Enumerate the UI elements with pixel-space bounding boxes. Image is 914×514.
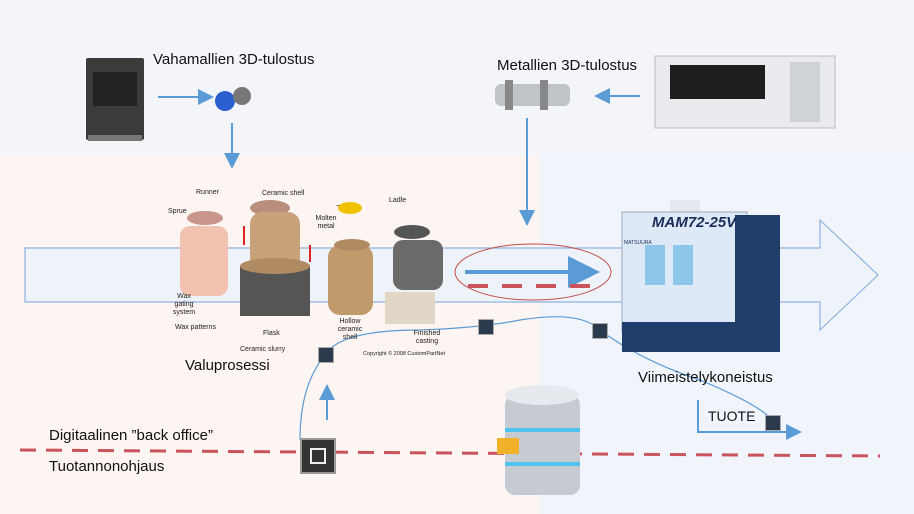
back-office-divider <box>19 448 881 458</box>
metal-3d-printer-image <box>654 55 836 129</box>
finished-casting-label: Finished casting <box>413 330 441 345</box>
sprue-label: Sprue <box>168 208 187 215</box>
wax-patterns-label: Wax patterns <box>175 324 216 331</box>
process-flow-arrow <box>24 218 879 332</box>
wax-printing-label: Vahamallien 3D-tulostus <box>153 51 315 68</box>
sensor-icon <box>318 347 334 363</box>
highlight-ellipse <box>454 243 612 301</box>
molten-metal-label: Molten metal <box>315 215 337 230</box>
sensor-icon <box>478 319 494 335</box>
copyright-text: Copyright © 2008 CustomPartNet <box>363 351 446 357</box>
wax-gating-label: Wax gating system <box>172 293 196 316</box>
casting-process-label: Valuprosessi <box>185 357 270 374</box>
hollow-shell-label: Hollow ceramic shell <box>337 318 363 341</box>
machine-model-text: MAM72-25V <box>652 214 737 231</box>
ceramic-shell-label: Ceramic shell <box>262 190 305 197</box>
ceramic-slurry-label: Ceramic slurry <box>240 346 286 353</box>
metal-parts-image <box>495 80 570 110</box>
chip-icon <box>300 438 336 474</box>
wax-models-image <box>215 87 251 111</box>
finishing-label: Viimeistelykoneistus <box>638 369 773 386</box>
back-office-label: Digitaalinen ”back office” <box>49 427 213 444</box>
database-icon <box>497 385 580 495</box>
cnc-machine-image <box>621 200 780 352</box>
sensor-icon <box>592 323 608 339</box>
data-curve-2 <box>299 354 326 441</box>
flask-label: Flask <box>263 330 280 337</box>
ladle-label: Ladle <box>389 197 407 204</box>
wax-3d-printer-image <box>86 58 144 141</box>
casting-process-image <box>180 200 443 324</box>
sensor-icon <box>765 415 781 431</box>
metal-printing-label: Metallien 3D-tulostus <box>497 57 638 74</box>
machine-brand-text: MATSUURA <box>624 240 652 246</box>
product-arrow <box>697 400 802 440</box>
data-curve <box>324 316 601 356</box>
product-label: TUOTE <box>708 408 756 424</box>
production-control-label: Tuotannonohjaus <box>49 458 165 475</box>
runner-label: Runner <box>196 189 219 196</box>
